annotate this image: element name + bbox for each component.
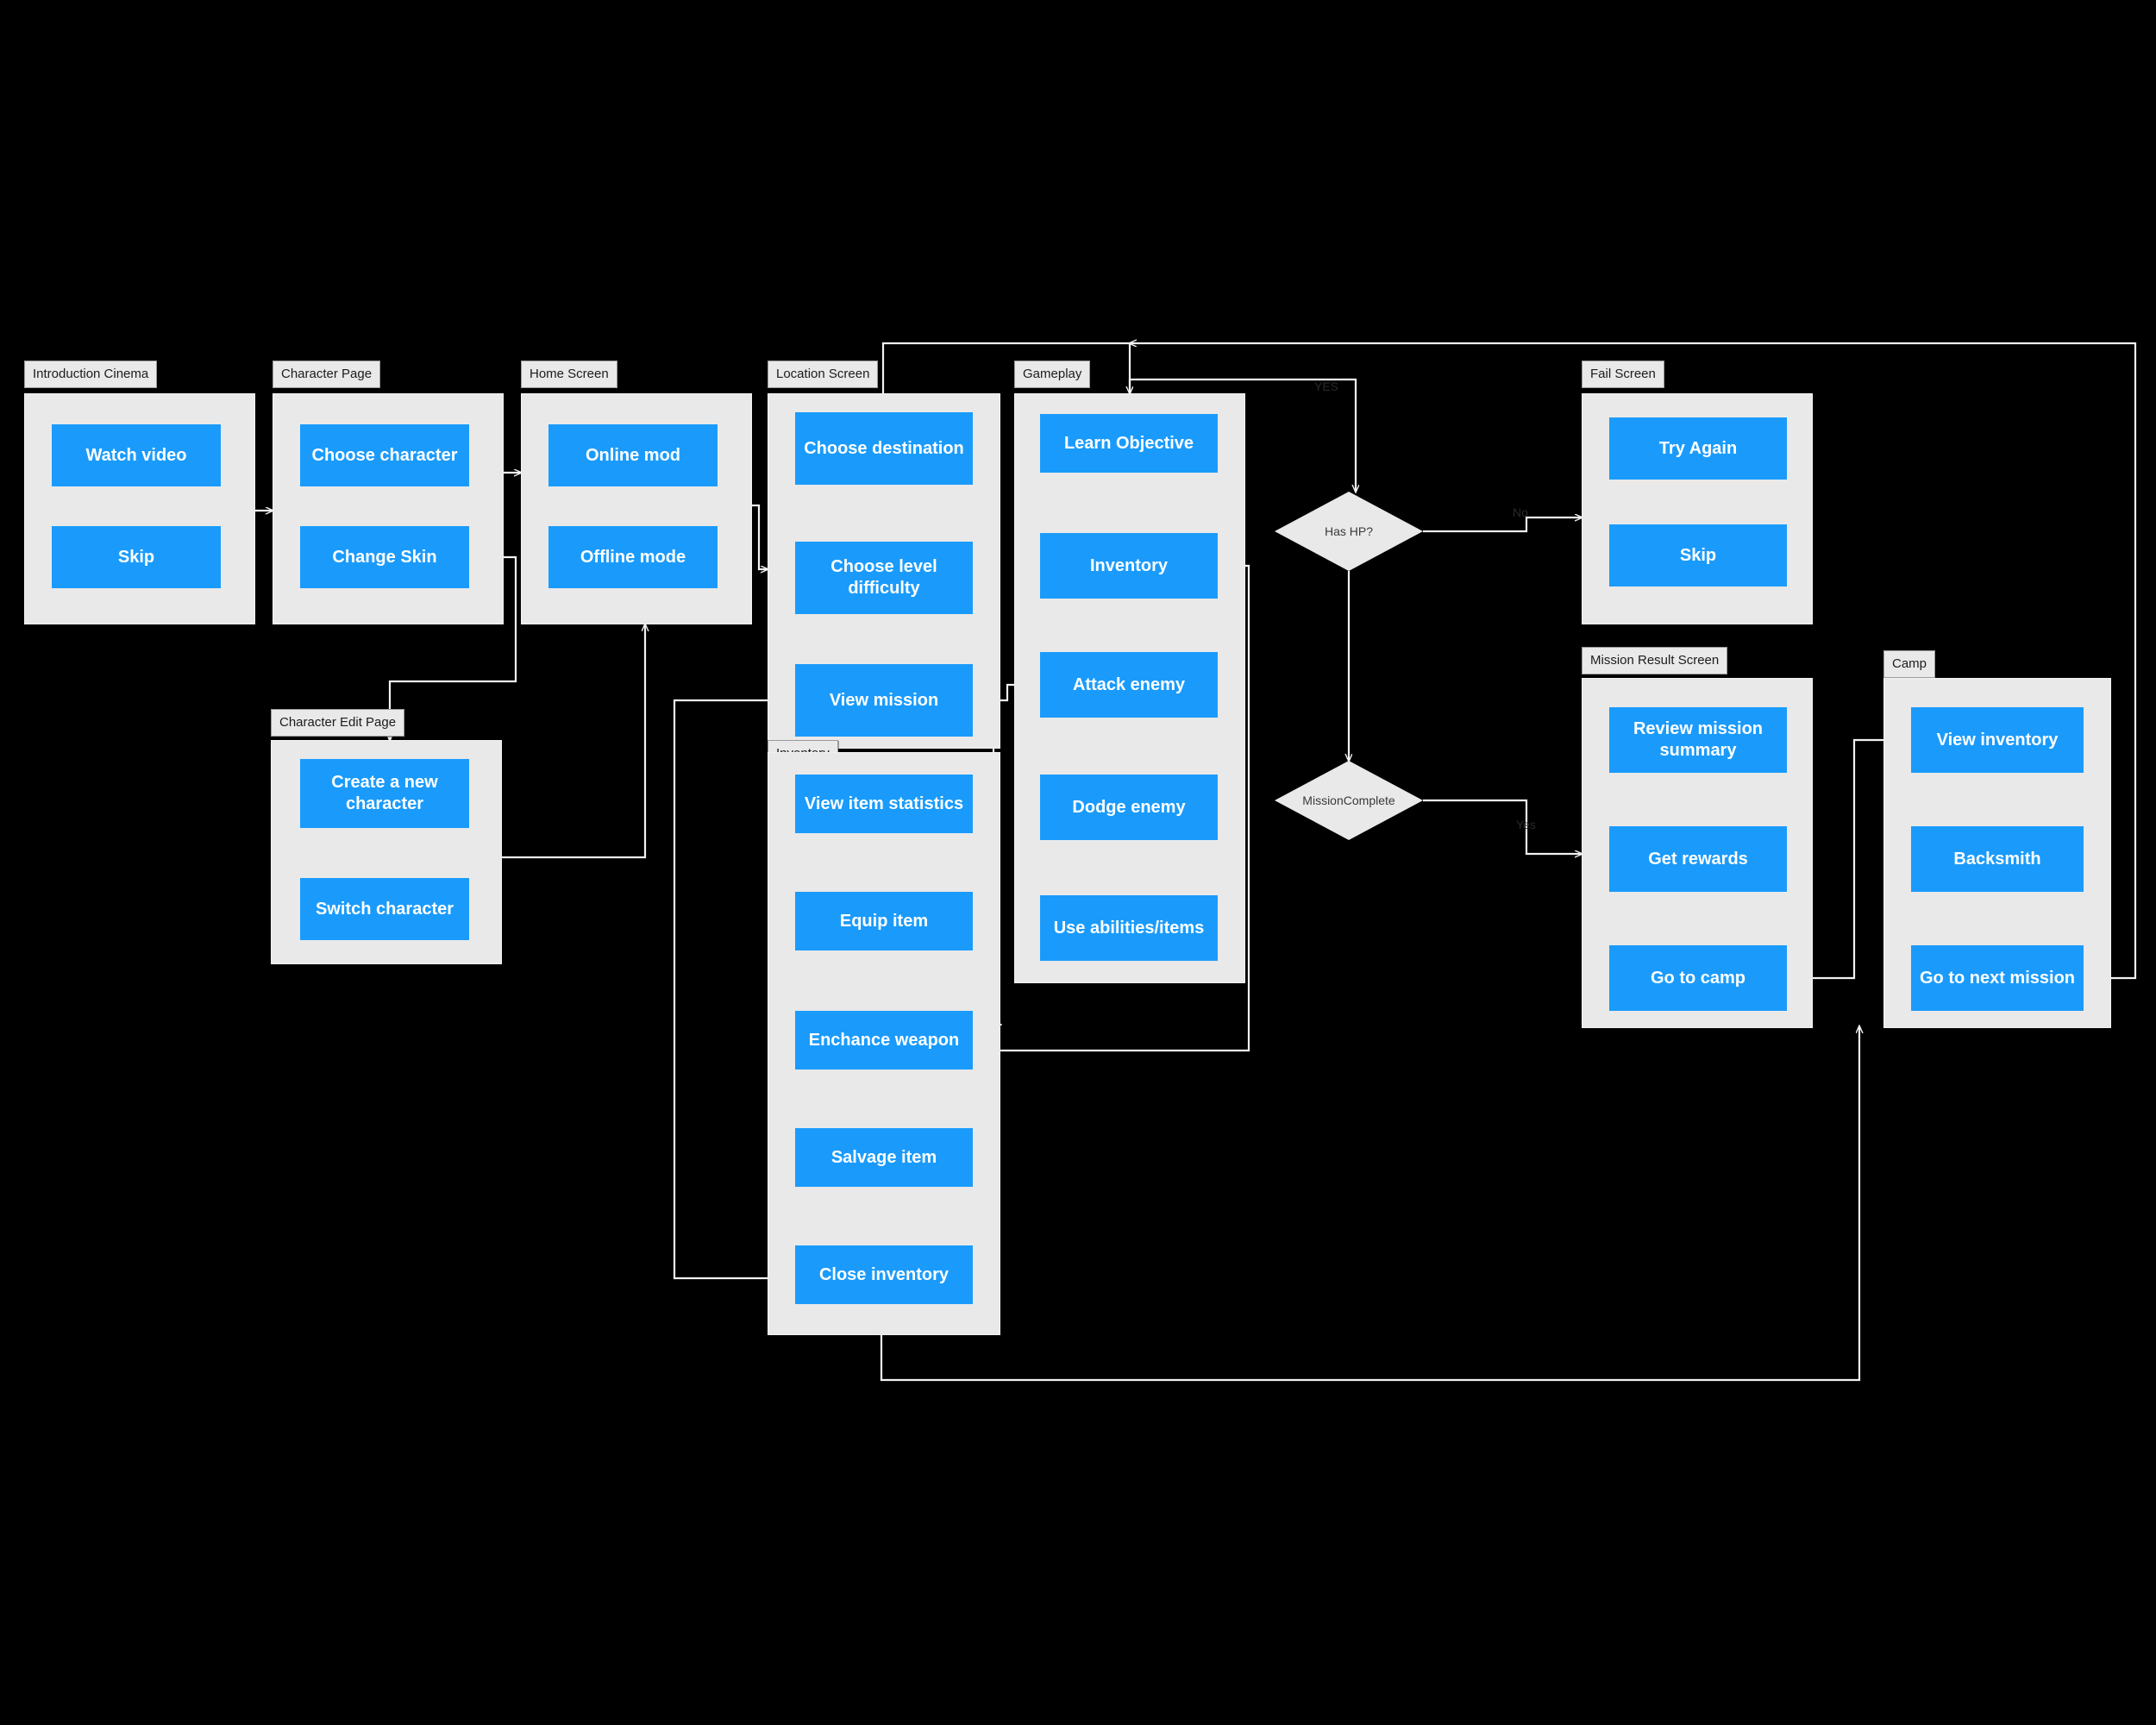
- button-salvage-item[interactable]: Salvage item: [795, 1128, 973, 1187]
- button-dodge-enemy[interactable]: Dodge enemy: [1040, 775, 1218, 840]
- button-go-to-camp[interactable]: Go to camp: [1609, 945, 1787, 1011]
- panel-tab-mission-result-screen: Mission Result Screen: [1582, 647, 1728, 674]
- button-choose-destination[interactable]: Choose destination: [795, 412, 973, 485]
- button-learn-objective[interactable]: Learn Objective: [1040, 414, 1218, 473]
- panel-tab-character-page: Character Page: [273, 361, 381, 388]
- button-switch-character[interactable]: Switch character: [300, 878, 469, 940]
- button-backsmith[interactable]: Backsmith: [1911, 826, 2084, 892]
- decision-label: Has HP?: [1324, 524, 1374, 538]
- panel-tab-location-screen: Location Screen: [768, 361, 879, 388]
- button-view-mission[interactable]: View mission: [795, 664, 973, 737]
- button-use-abilities-items[interactable]: Use abilities/items: [1040, 895, 1218, 961]
- button-skip[interactable]: Skip: [1609, 524, 1787, 586]
- button-try-again[interactable]: Try Again: [1609, 417, 1787, 480]
- edge-label-mission-complete-yes: Yes: [1516, 818, 1536, 831]
- decision-has-hp: Has HP?: [1275, 492, 1423, 571]
- edge-label-has-hp-yes: YES: [1314, 380, 1339, 393]
- button-inventory[interactable]: Inventory: [1040, 533, 1218, 599]
- panel-tab-introduction-cinema: Introduction Cinema: [24, 361, 158, 388]
- button-choose-character[interactable]: Choose character: [300, 424, 469, 486]
- button-enchance-weapon[interactable]: Enchance weapon: [795, 1011, 973, 1070]
- edge-label-has-hp-no: No: [1513, 505, 1528, 519]
- button-go-to-next-mission[interactable]: Go to next mission: [1911, 945, 2084, 1011]
- panel-tab-home-screen: Home Screen: [521, 361, 617, 388]
- button-online-mod[interactable]: Online mod: [548, 424, 718, 486]
- button-choose-level-difficulty[interactable]: Choose level difficulty: [795, 542, 973, 614]
- button-get-rewards[interactable]: Get rewards: [1609, 826, 1787, 892]
- button-change-skin[interactable]: Change Skin: [300, 526, 469, 588]
- button-view-inventory[interactable]: View inventory: [1911, 707, 2084, 773]
- button-watch-video[interactable]: Watch video: [52, 424, 221, 486]
- panel-tab-fail-screen: Fail Screen: [1582, 361, 1664, 388]
- button-view-item-statistics[interactable]: View item statistics: [795, 775, 973, 833]
- button-attack-enemy[interactable]: Attack enemy: [1040, 652, 1218, 718]
- button-create-a-new-character[interactable]: Create a new character: [300, 759, 469, 828]
- panel-tab-gameplay: Gameplay: [1014, 361, 1091, 388]
- panel-tab-character-edit-page: Character Edit Page: [271, 709, 405, 737]
- button-equip-item[interactable]: Equip item: [795, 892, 973, 950]
- button-skip[interactable]: Skip: [52, 526, 221, 588]
- button-review-mission-summary[interactable]: Review mission summary: [1609, 707, 1787, 773]
- button-close-inventory[interactable]: Close inventory: [795, 1245, 973, 1304]
- button-offline-mode[interactable]: Offline mode: [548, 526, 718, 588]
- panel-tab-camp: Camp: [1883, 650, 1936, 678]
